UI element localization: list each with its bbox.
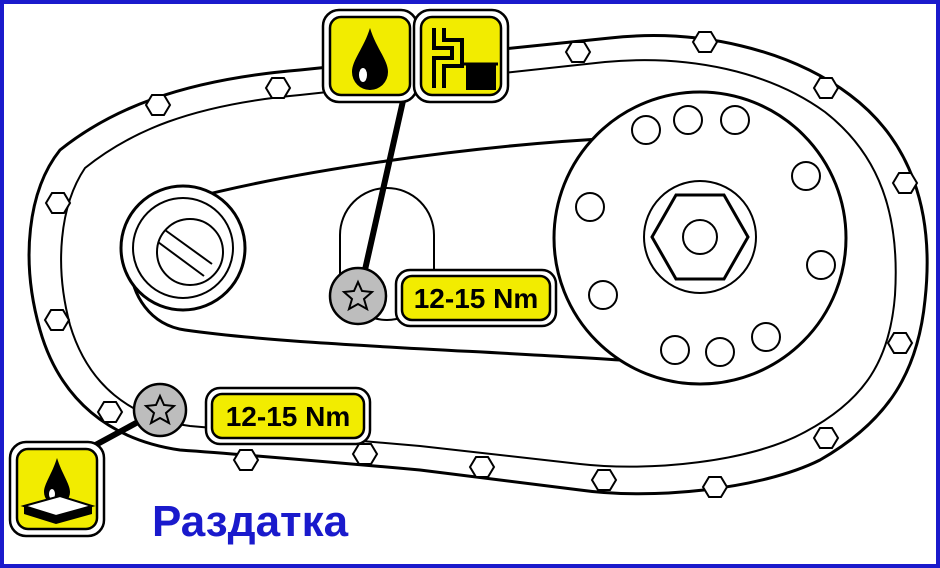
housing-inner-outline [60,59,897,468]
left-shaft-slot-edge [164,229,213,265]
oil-drain-icon [8,440,106,538]
oil-level-icon [412,8,510,104]
left-shaft-slot-edge [157,241,205,277]
fill-plug-torque-label: 12-15 Nm [394,268,558,328]
drain-plug-torque-value: 12-15 Nm [226,401,351,432]
drain-plug [132,382,188,438]
fill-plug [328,266,388,326]
left-shaft-hub [156,218,224,286]
flange-center-hole [682,219,718,255]
oil-drop-icon [321,8,419,104]
flange-bolt-holes [575,105,836,367]
fill-plug-leader [357,89,408,295]
diagram-caption: Раздатка [152,497,349,546]
drain-plug-torque-label: 12-15 Nm [204,386,372,446]
fill-plug-torque-value: 12-15 Nm [414,283,539,314]
